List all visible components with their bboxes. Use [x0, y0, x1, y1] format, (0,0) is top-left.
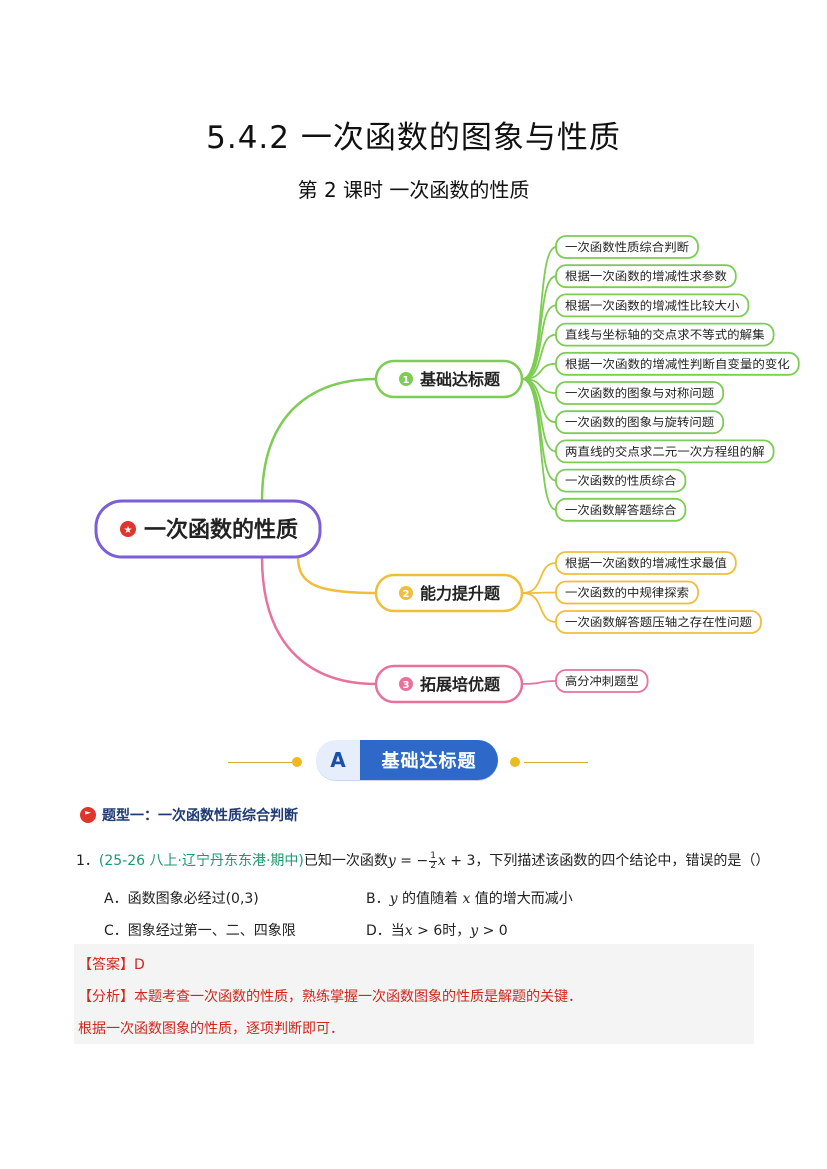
option-b-var-x: x — [462, 891, 471, 907]
leaf-label: 一次函数的图象与对称问题 — [565, 386, 715, 400]
leaf-node — [555, 468, 687, 493]
option-d-prefix: D．当 — [366, 923, 405, 939]
leaf-node — [555, 410, 725, 435]
leaf-node — [555, 381, 725, 405]
star-glyph: ★ — [124, 525, 133, 536]
question-source: (25-26 八上·辽宁丹东东港·期中) — [98, 853, 304, 869]
question-type-label: 题型一：一次函数性质综合判断 — [102, 808, 298, 824]
leaf-node — [555, 264, 737, 289]
branch-node-1 — [374, 359, 524, 399]
leaf-connector — [521, 275, 557, 380]
leaf-node — [555, 610, 762, 634]
option-b-post: 值的增大而减小 — [470, 891, 573, 907]
page-title: 5.4.2 一次函数的图象与性质 — [206, 120, 621, 156]
leaf-label: 两直线的交点求二元一次方程组的解 — [565, 444, 765, 458]
answer-box: 【答案】D 【分析】本题考查一次函数的性质，熟练掌握一次函数图象的性质是解题的关… — [74, 944, 754, 1044]
leaf-label: 高分冲刺题型 — [565, 674, 639, 688]
leaf-label: 一次函数的性质综合 — [565, 474, 677, 488]
func-y: y — [387, 853, 396, 869]
banner-line-right — [524, 762, 588, 763]
leaf-label: 根据一次函数的增减性求最值 — [565, 556, 727, 570]
leaf-connector — [521, 680, 557, 685]
leaf-label: 根据一次函数的增减性求参数 — [565, 269, 727, 283]
option-a: A．函数图象必经过(0,3) — [104, 891, 259, 907]
option-d-var-x: x — [404, 923, 413, 939]
option-b-mid: 的值随着 — [397, 891, 463, 907]
branch-label: 拓展培优题 — [420, 675, 501, 694]
leaf-label: 一次函数解答题压轴之存在性问题 — [565, 615, 753, 629]
leaf-connector — [521, 378, 557, 511]
banner-label: 基础达标题 — [360, 740, 498, 780]
mind-map: 1 基础达标题 一次函数性质综合判断根据一次函数的增减性求参数根据一次函数的增减性比… — [94, 235, 800, 704]
leaf-label: 一次函数解答题综合 — [565, 503, 677, 517]
section-banner: A 基础达标题 — [228, 740, 588, 784]
leaf-connector — [521, 246, 557, 380]
branch-connector-1 — [260, 377, 377, 502]
leaf-node — [555, 322, 775, 347]
root-label: 一次函数的性质 — [144, 517, 298, 543]
analysis-line: 【分析】本题考查一次函数的性质，熟练掌握一次函数图象的性质是解题的关键． — [78, 989, 582, 1005]
leaf-node — [555, 439, 775, 464]
leaf-connector — [521, 562, 557, 594]
leaf-node — [555, 551, 737, 575]
fraction-denominator: 2 — [430, 860, 436, 871]
leaf-label: 一次函数的图象与旋转问题 — [565, 415, 715, 429]
option-d: D．当x > 6时，y > 0 — [366, 920, 508, 940]
branch-label: 能力提升题 — [420, 584, 501, 603]
leaf-node — [555, 497, 687, 522]
leaf-connector — [521, 304, 557, 380]
root-node — [94, 499, 322, 559]
question-stem-a: 已知一次函数 — [303, 853, 388, 869]
leaf-connector — [521, 592, 557, 623]
star-icon — [120, 521, 136, 537]
func-x: x — [437, 853, 446, 869]
flag-icon — [80, 807, 96, 823]
question-type-heading: 题型一：一次函数性质综合判断 — [80, 805, 298, 825]
answer-line: 【答案】D — [78, 957, 145, 973]
leaf-node — [555, 669, 649, 693]
leaf-label: 一次函数性质综合判断 — [565, 240, 690, 254]
leaf-label: 根据一次函数的增减性比较大小 — [565, 298, 740, 312]
option-b-prefix: B． — [366, 891, 390, 907]
branch-number-badge — [399, 677, 413, 691]
banner-box: A 基础达标题 — [316, 740, 498, 780]
branch-number: 1 — [403, 375, 410, 386]
fraction-numerator: 1 — [429, 850, 437, 862]
banner-letter: A — [316, 740, 360, 780]
banner-line-left — [228, 762, 292, 763]
leaf-label: 根据一次函数的增减性判断自变量的变化 — [565, 357, 790, 371]
leaf-label: 直线与坐标轴的交点求不等式的解集 — [565, 328, 765, 342]
banner-dot-right — [510, 757, 520, 767]
branch-number: 3 — [403, 680, 410, 691]
branch-connector-2 — [296, 556, 377, 595]
option-c: C．图象经过第一、二、四象限 — [104, 923, 296, 939]
banner-dot-left — [292, 757, 302, 767]
option-d-mid: > 6时， — [412, 923, 471, 939]
leaf-node — [555, 235, 699, 259]
branch-connector-3 — [260, 556, 377, 686]
branch-label: 基础达标题 — [419, 370, 501, 389]
option-b: B．y 的值随着 x 值的增大而减小 — [366, 888, 573, 908]
branch-node-2 — [374, 573, 524, 613]
option-d-var-y: y — [470, 923, 479, 939]
method-line: 根据一次函数图象的性质，逐项判断即可． — [78, 1021, 344, 1037]
leaf-node — [555, 580, 699, 605]
option-b-var-y: y — [389, 891, 398, 907]
func-rest: + 3 — [445, 853, 476, 869]
page-subtitle: 第 2 课时 一次函数的性质 — [297, 178, 530, 202]
option-d-post: > 0 — [478, 923, 508, 939]
leaf-node — [555, 351, 800, 376]
branch-node-3 — [374, 664, 524, 704]
func-eq: = − — [395, 853, 429, 869]
branch-number-badge — [399, 372, 413, 386]
branch-number-badge — [399, 586, 413, 600]
leaf-label: 一次函数的中规律探索 — [565, 586, 689, 600]
question-stem-b: ，下列描述该函数的四个结论中，错误的是（） — [475, 853, 770, 869]
branch-number: 2 — [403, 589, 410, 600]
leaf-node — [555, 293, 750, 318]
question-number: 1． — [76, 853, 99, 869]
